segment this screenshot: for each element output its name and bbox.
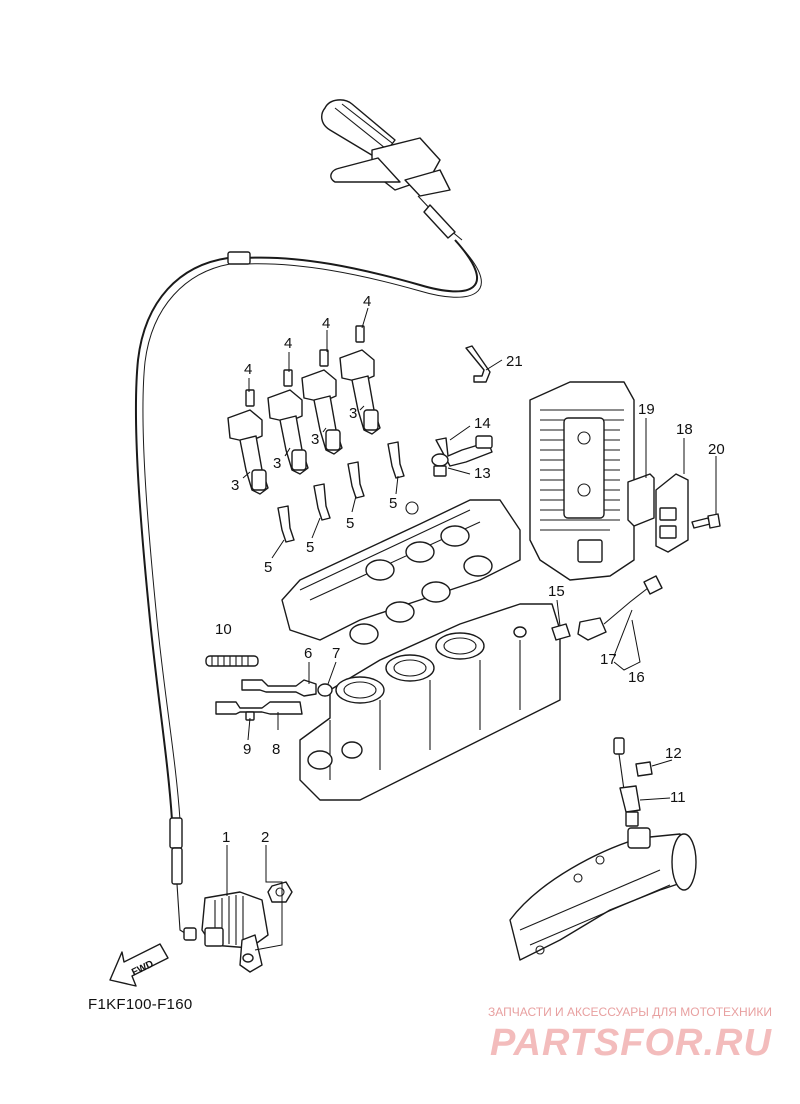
ignition-coils [227,349,381,495]
temperature-sensor [551,575,663,641]
callout-11: 11 [670,789,686,806]
bracket [465,345,491,383]
bolt [691,513,721,529]
ignition-coil [267,389,309,475]
ignition-coil [301,369,343,455]
spring [205,655,259,667]
callout-8: 8 [272,741,280,758]
callout-2: 2 [261,829,269,846]
callout-19: 19 [638,401,655,418]
callout-4: 4 [284,335,292,352]
callout-3: 3 [231,477,239,494]
callout-5: 5 [346,515,354,532]
watermark-tagline: ЗАПЧАСТИ И АКСЕССУАРЫ ДЛЯ МОТОТЕХНИКИ [488,1005,772,1019]
leader-lines [226,307,717,951]
callout-5: 5 [389,495,397,512]
callout-10: 10 [215,621,232,638]
callout-16: 16 [628,669,645,686]
callout-4: 4 [244,361,252,378]
callout-18: 18 [676,421,693,438]
callout-4: 4 [363,293,371,310]
spark-plugs [277,441,405,543]
ecu-housing [529,381,635,581]
callout-17: 17 [600,651,617,668]
diagram-code: F1KF100-F160 [88,996,193,1013]
cylinder-block [299,603,561,801]
throttle-grip [321,99,451,197]
cylinder-head [281,499,521,645]
cam-sensor [431,435,493,477]
oxygen-sensor [613,737,653,827]
callout-5: 5 [264,559,272,576]
crank-sensor [215,701,303,721]
nut [267,881,293,903]
knock-sensor [241,679,333,697]
callout-labels: 1 2 3 3 3 3 4 4 4 4 5 5 5 5 6 7 8 9 10 1… [215,293,725,846]
callout-4: 4 [322,315,330,332]
callout-5: 5 [306,539,314,556]
ignition-coil [339,349,381,435]
callout-3: 3 [273,455,281,472]
callout-3: 3 [311,431,319,448]
throttle-cable [134,195,482,941]
callout-9: 9 [243,741,251,758]
watermark-logo: PARTSFOR.RU [490,1022,772,1064]
callout-15: 15 [548,583,565,600]
callout-21: 21 [506,353,523,370]
callout-6: 6 [304,645,312,662]
callout-14: 14 [474,415,491,432]
ignition-coil [227,409,269,495]
callout-3: 3 [349,405,357,422]
callout-20: 20 [708,441,725,458]
gasket [627,473,655,527]
control-module [655,473,689,553]
exhaust-manifold [509,827,697,961]
coil-bolts [245,325,365,407]
callout-1: 1 [222,829,230,846]
fwd-arrow: FWD [109,943,169,987]
callout-12: 12 [665,745,682,762]
callout-13: 13 [474,465,491,482]
callout-7: 7 [332,645,340,662]
throttle-position-sensor [201,891,269,973]
